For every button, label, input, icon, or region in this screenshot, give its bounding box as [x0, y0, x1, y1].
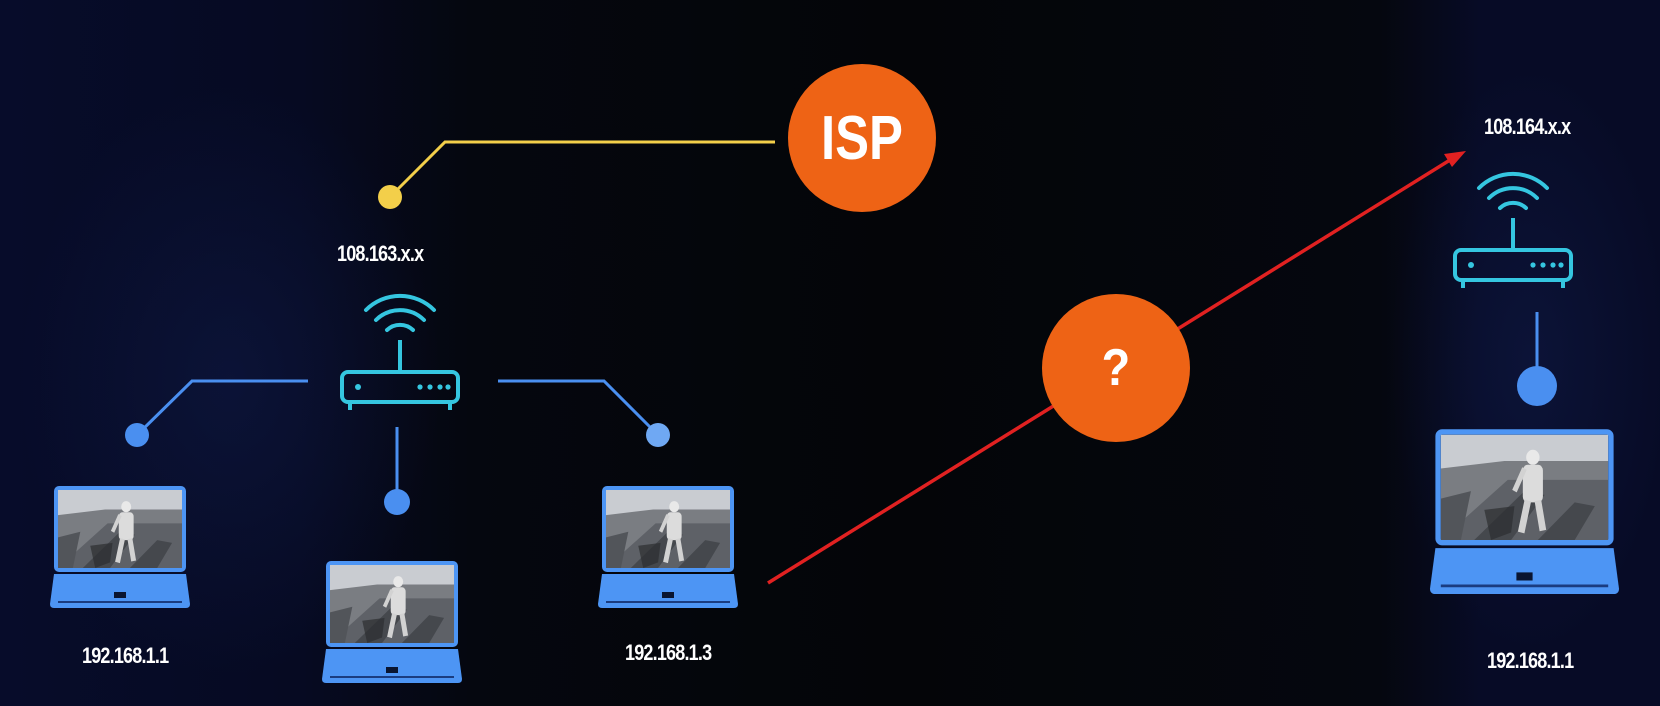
- laptop-3-icon: [598, 488, 738, 608]
- laptop-1-ip: 192.168.1.1: [82, 643, 169, 668]
- left-router-icon: [340, 293, 460, 412]
- right-network-link: [1517, 312, 1557, 406]
- isp-connection: [378, 140, 775, 209]
- remote-laptop-ip: 192.168.1.1: [1487, 648, 1574, 673]
- laptop-1-icon: [50, 488, 190, 608]
- left-network-links: [125, 379, 670, 515]
- laptop-3-ip: 192.168.1.3: [625, 640, 712, 665]
- unknown-link-label: ?: [1101, 339, 1131, 397]
- remote-laptop-icon: [1430, 432, 1619, 594]
- left-public-ip: 108.163.x.x: [337, 241, 424, 266]
- unknown-link-badge: ?: [1042, 294, 1190, 442]
- right-public-ip: 108.164.x.x: [1484, 114, 1571, 139]
- right-router-icon: [1453, 171, 1573, 290]
- isp-connection-node: [378, 185, 402, 209]
- node-laptop-2: [384, 489, 410, 515]
- laptop-2-icon: [322, 563, 462, 683]
- node-remote-laptop: [1517, 366, 1557, 406]
- remote-link-arrowhead: [1444, 151, 1466, 167]
- node-laptop-1: [125, 423, 149, 447]
- node-laptop-3: [646, 423, 670, 447]
- isp-label: ISP: [821, 103, 903, 173]
- isp-badge: ISP: [788, 64, 936, 212]
